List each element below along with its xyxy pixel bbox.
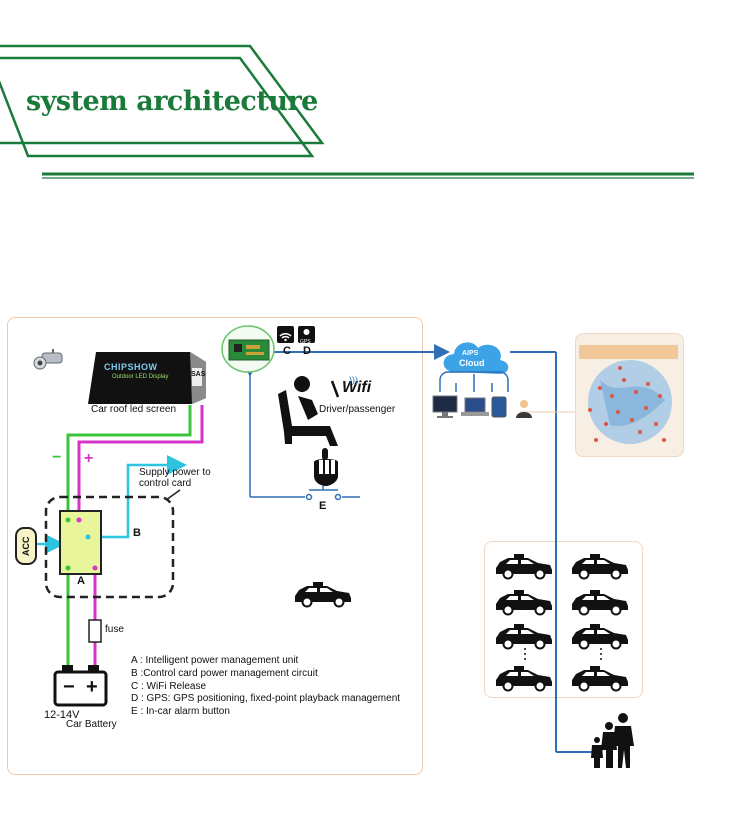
wifi-signal-icon: ))) — [349, 375, 358, 385]
battery-minus: − — [63, 676, 75, 698]
alarm-label-e: E — [319, 500, 327, 512]
tablet-icon — [491, 396, 507, 418]
legend-item: D : GPS: GPS positioning, fixed-point pl… — [131, 693, 401, 704]
legend-item: C : WiFi Release — [131, 681, 207, 692]
led-subtitle-text: Outdoor LED Display — [112, 374, 169, 380]
battery-plus: + — [86, 676, 98, 698]
wifi-label: Wifi — [342, 379, 372, 396]
magenta-wire — [77, 405, 204, 668]
cloud-label-top: AIPS — [462, 350, 479, 357]
wifi-icon — [277, 326, 294, 343]
hand-press-icon — [314, 448, 338, 486]
plus-sign: + — [84, 450, 94, 467]
city-map — [579, 345, 678, 444]
driver-label: Driver/passenger — [319, 404, 396, 415]
network-link — [268, 344, 596, 753]
battery-voltage: 12-14V — [44, 709, 80, 721]
fuse-label: fuse — [105, 624, 124, 635]
legend-item: A : Intelligent power management unit — [131, 655, 299, 666]
alarm-line — [244, 365, 360, 498]
b-label: B — [133, 527, 141, 539]
laptop-icon — [461, 397, 489, 416]
camera-icon — [33, 349, 63, 370]
battery-label: Car Battery — [66, 719, 117, 730]
user-icon — [516, 400, 532, 418]
gps-icon — [298, 326, 315, 343]
led-side-tag: SAS — [191, 371, 206, 378]
car-battery — [53, 665, 108, 707]
led-screen-label: Car roof led screen — [91, 404, 177, 415]
cloud-label-bottom: Cloud — [459, 358, 485, 368]
gps-tag-d: D — [303, 345, 311, 357]
acc-label: ACC — [15, 527, 37, 565]
green-wire — [66, 405, 192, 668]
power-management-box — [44, 495, 175, 599]
a-label: A — [77, 575, 85, 587]
fuse — [88, 619, 102, 643]
page-title: system architecture — [26, 86, 318, 117]
taxi-fleet — [495, 553, 629, 692]
driver-seat-icon — [278, 376, 338, 446]
header-banner — [0, 44, 694, 179]
legend-item: E : In-car alarm button — [131, 706, 230, 717]
gps-icon-text: GPS — [300, 339, 311, 345]
supply-label-line1: Supply power to — [139, 467, 211, 478]
alarm-button — [305, 486, 342, 501]
family-icon — [591, 713, 634, 768]
led-screen — [88, 352, 206, 404]
wifi-tag-c: C — [283, 345, 291, 357]
supply-label-line2: control card — [139, 478, 192, 489]
monitor-icon — [432, 395, 458, 418]
legend-item: B :Control card power management circuit — [131, 668, 318, 679]
control-card — [221, 325, 275, 373]
cloud-icon — [443, 342, 509, 374]
led-brand-text: CHIPSHOW — [104, 362, 158, 372]
minus-sign: − — [52, 449, 62, 466]
